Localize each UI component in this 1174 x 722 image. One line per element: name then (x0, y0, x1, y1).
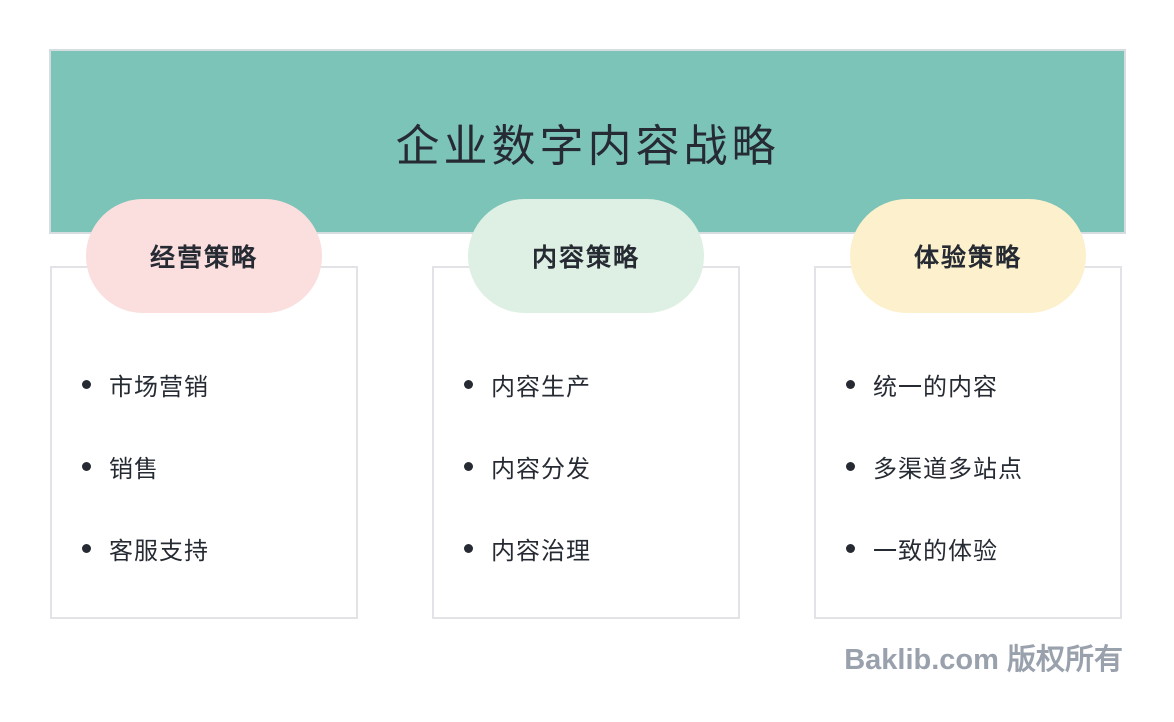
bullet-icon (464, 379, 473, 389)
column-header-label: 内容策略 (531, 244, 640, 272)
column-header-label: 经营策略 (149, 244, 258, 272)
column-header-content-strategy: 内容策略 (468, 199, 704, 313)
bullet-icon (82, 543, 91, 553)
column-box-experience-strategy: 统一的内容 多渠道多站点 一致的体验 (814, 266, 1122, 619)
list-item: 内容分发 (434, 449, 738, 483)
column-content-strategy: 内容策略 内容生产 内容分发 内容治理 (432, 0, 740, 722)
bullet-icon (846, 379, 855, 389)
list-item: 市场营销 (52, 367, 356, 401)
list-item: 统一的内容 (816, 367, 1120, 401)
column-header-label: 体验策略 (913, 244, 1022, 272)
bullet-list: 统一的内容 多渠道多站点 一致的体验 (816, 268, 1120, 565)
column-header-experience-strategy: 体验策略 (850, 199, 1086, 313)
list-item: 销售 (52, 449, 356, 483)
column-box-business-strategy: 市场营销 销售 客服支持 (50, 266, 358, 619)
bullet-icon (464, 461, 473, 471)
bullet-icon (82, 379, 91, 389)
list-item-label: 多渠道多站点 (873, 455, 1023, 483)
list-item-label: 客服支持 (109, 537, 209, 565)
list-item: 一致的体验 (816, 531, 1120, 565)
copyright-text: Baklib.com 版权所有 (844, 644, 1123, 676)
list-item-label: 一致的体验 (873, 537, 998, 565)
list-item-label: 市场营销 (109, 373, 209, 401)
list-item: 内容生产 (434, 367, 738, 401)
list-item: 客服支持 (52, 531, 356, 565)
diagram-title: 企业数字内容战略 (395, 121, 780, 171)
bullet-icon (464, 543, 473, 553)
list-item-label: 内容生产 (491, 373, 591, 401)
list-item-label: 销售 (109, 455, 159, 483)
list-item-label: 内容分发 (491, 455, 591, 483)
bullet-icon (846, 461, 855, 471)
list-item: 多渠道多站点 (816, 449, 1120, 483)
bullet-list: 内容生产 内容分发 内容治理 (434, 268, 738, 565)
bullet-icon (82, 461, 91, 471)
bullet-icon (846, 543, 855, 553)
list-item-label: 统一的内容 (873, 373, 998, 401)
list-item-label: 内容治理 (491, 537, 591, 565)
column-box-content-strategy: 内容生产 内容分发 内容治理 (432, 266, 740, 619)
column-business-strategy: 经营策略 市场营销 销售 客服支持 (50, 0, 358, 722)
column-experience-strategy: 体验策略 统一的内容 多渠道多站点 一致的体验 (814, 0, 1122, 722)
bullet-list: 市场营销 销售 客服支持 (52, 268, 356, 565)
list-item: 内容治理 (434, 531, 738, 565)
column-header-business-strategy: 经营策略 (86, 199, 322, 313)
